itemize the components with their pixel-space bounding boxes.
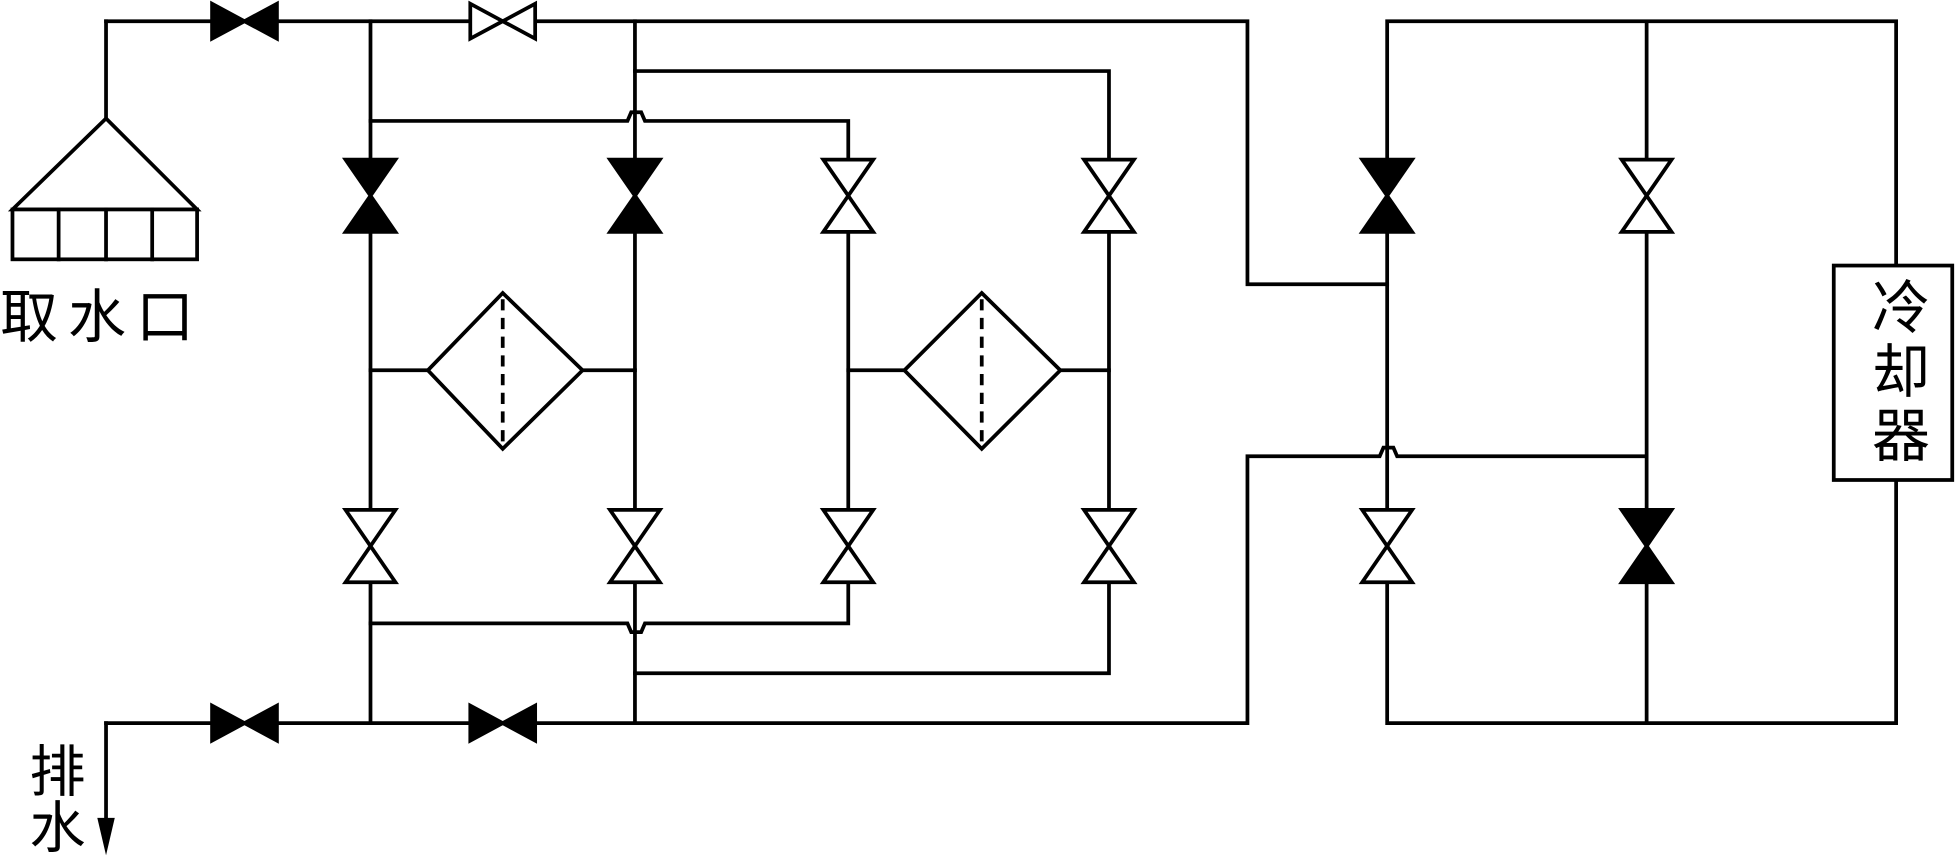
open-valve-right-filter-inlet-upper: [819, 157, 877, 234]
closed-valve-cooler-middle-lower: [1618, 508, 1676, 585]
closed-valve-left-filter-inlet-upper: [341, 157, 400, 234]
open-valve-top-bypass: [468, 0, 538, 42]
cooler-box: [1831, 263, 1955, 482]
open-valve-cooler-middle-upper: [1618, 157, 1676, 234]
bottom-return-pipe: [104, 445, 1649, 725]
top-supply-pipe: [104, 19, 1390, 287]
intake-screen-dividers: [56, 207, 155, 262]
closed-valve-bottom-drain: [210, 702, 279, 744]
cooler-loop-pipe: [1385, 19, 1898, 725]
closed-valve-bottom-bypass: [468, 702, 538, 744]
open-valve-left-filter-inlet-lower: [341, 508, 400, 585]
open-valve-right-filter-outlet-upper: [1080, 157, 1138, 234]
closed-valve-top-main: [210, 0, 279, 42]
closed-valve-cooler-left-upper: [1358, 157, 1416, 234]
intake-hood: [7, 115, 202, 212]
open-valve-left-filter-outlet-lower: [606, 508, 664, 585]
open-valve-right-filter-inlet-lower: [819, 508, 877, 585]
left-filter: [425, 290, 586, 452]
drain-label: 排水: [20, 742, 85, 854]
intake-label: 取水口: [0, 283, 205, 351]
open-valve-right-filter-outlet-lower: [1080, 508, 1138, 585]
cooler-label: 冷却器: [1862, 277, 1930, 469]
right-filter: [901, 290, 1063, 452]
closed-valve-left-filter-outlet-upper: [606, 157, 664, 234]
drain-arrow-icon: [97, 817, 115, 856]
open-valve-cooler-left-lower: [1358, 508, 1416, 585]
